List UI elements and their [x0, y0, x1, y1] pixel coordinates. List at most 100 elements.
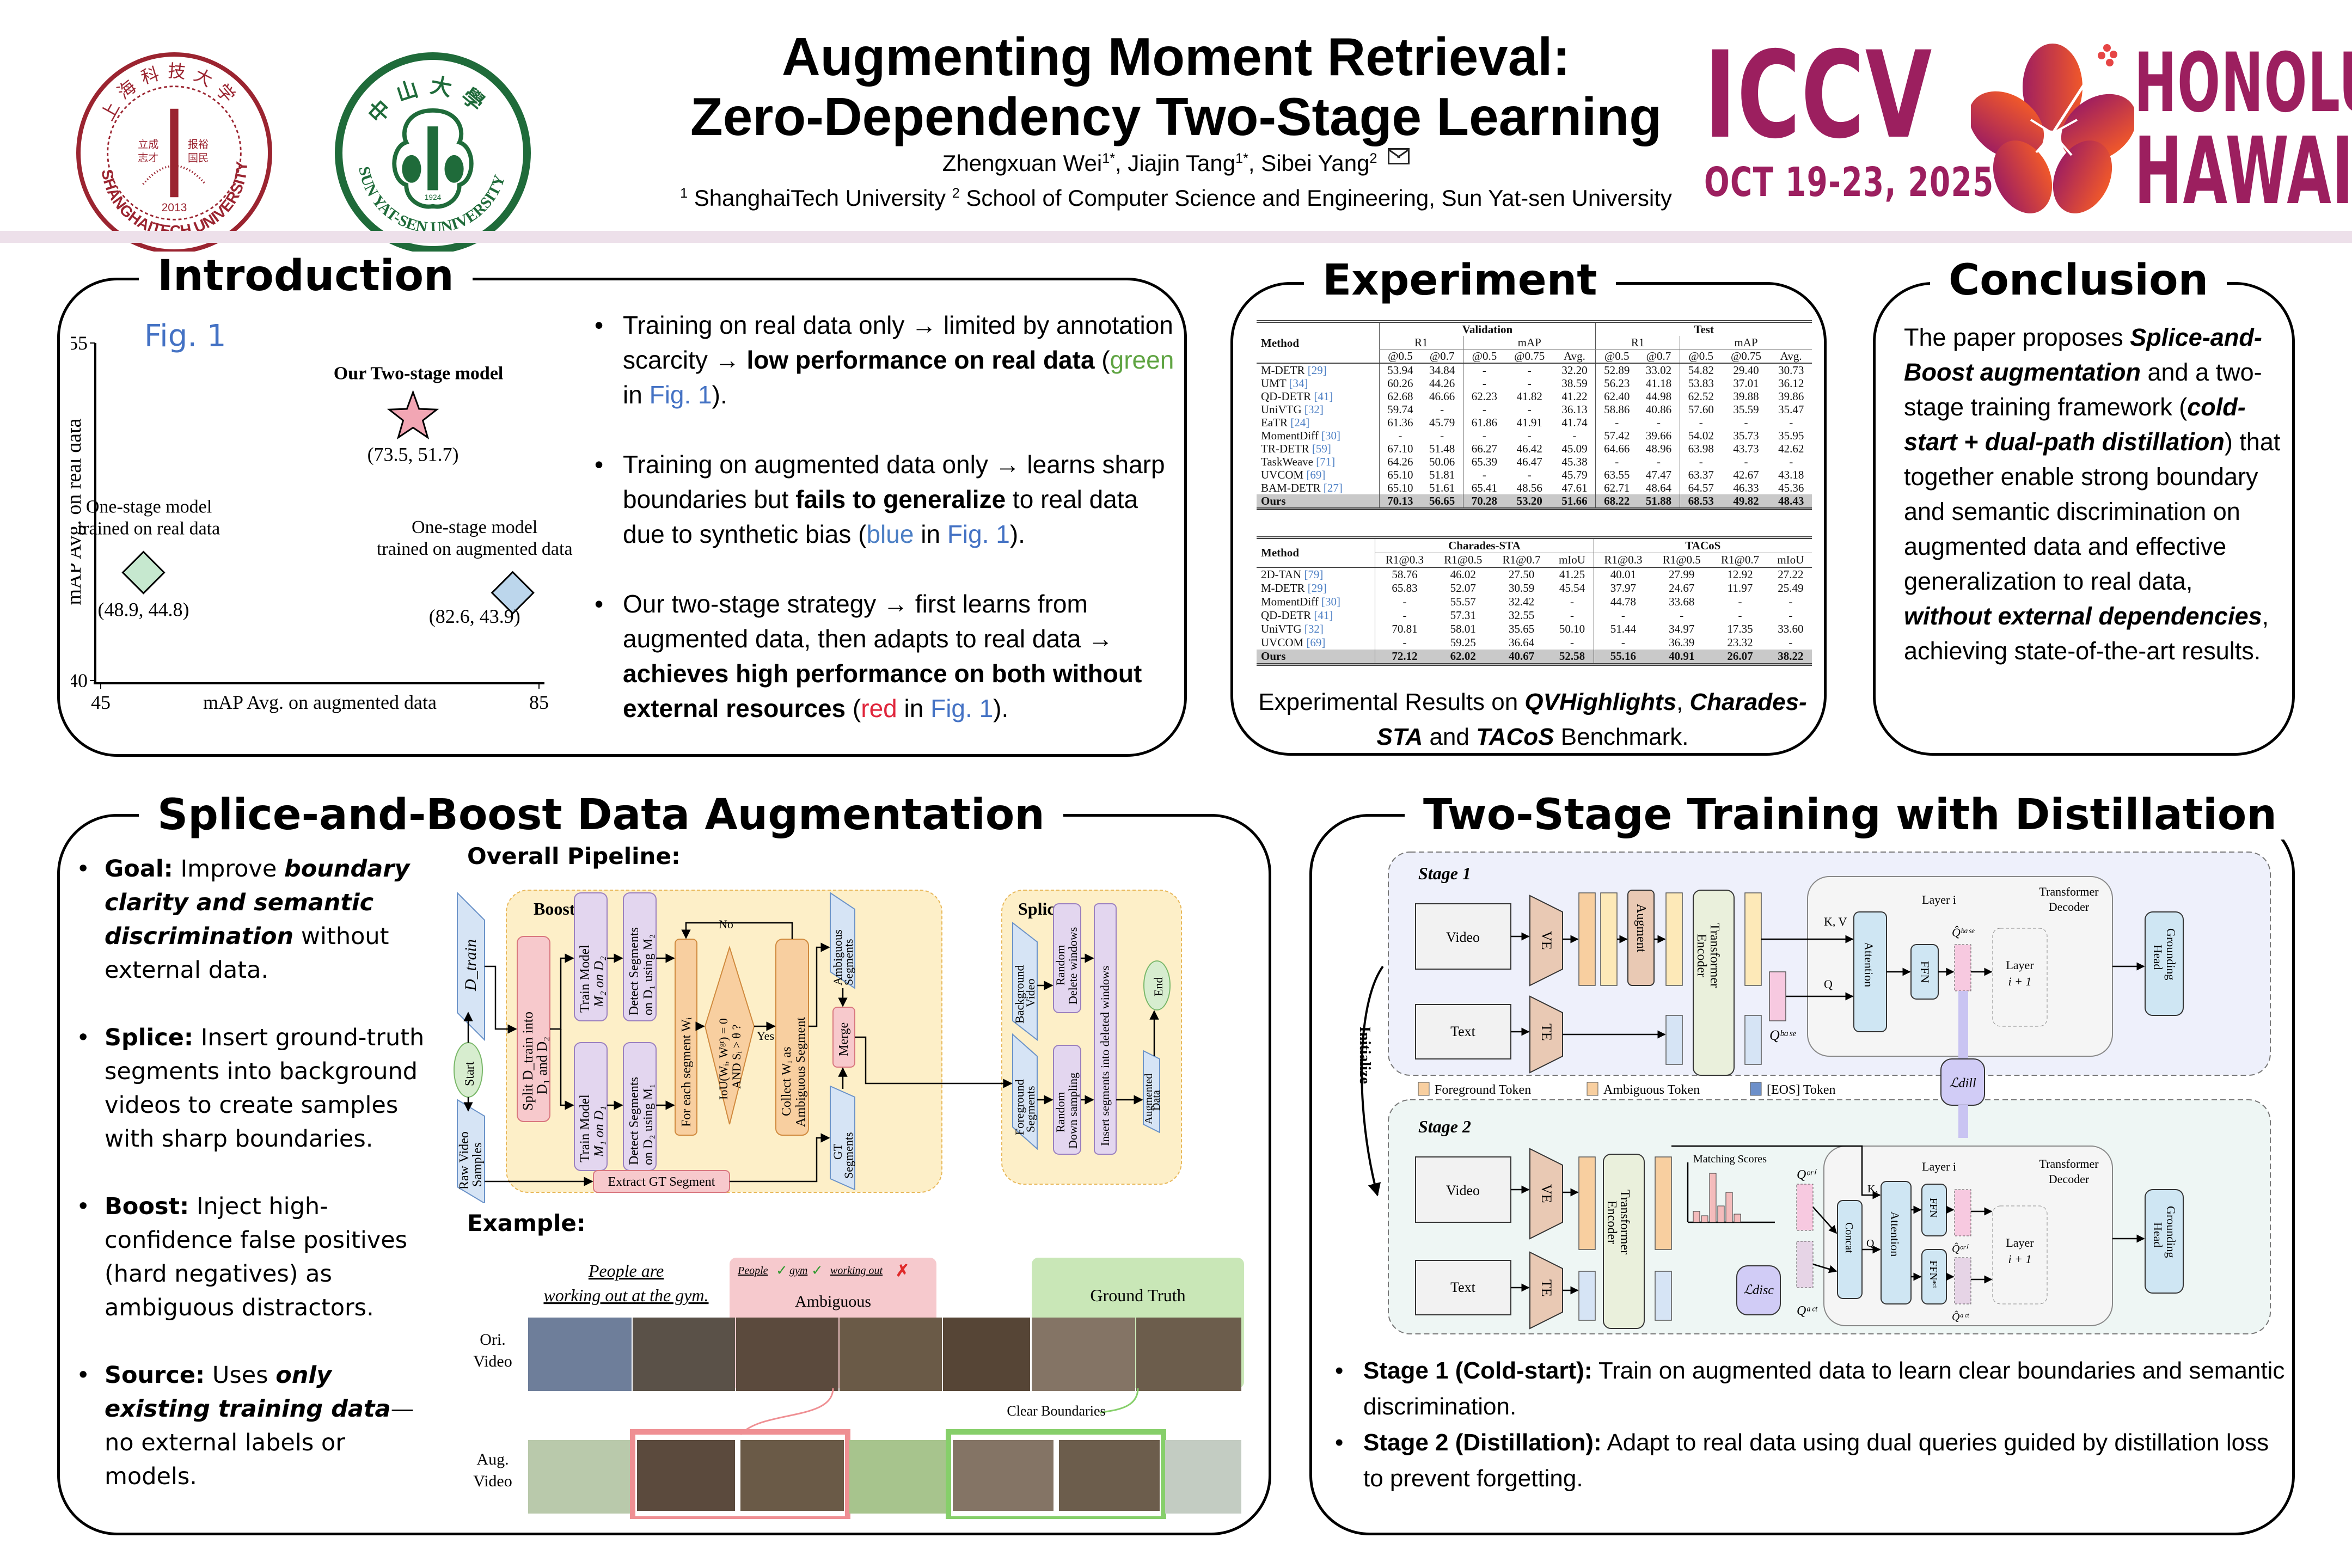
- value-cell: 32.42: [1508, 595, 1535, 608]
- value-cell: 48.43: [1770, 494, 1812, 509]
- sysu-year: 1924: [425, 193, 442, 201]
- value-cell: -: [1375, 636, 1434, 650]
- value-cell: 45.09: [1561, 442, 1588, 455]
- text-run: ).: [712, 381, 727, 409]
- value-cell: 51.44: [1593, 622, 1653, 636]
- subgroup-header: mAP: [1463, 336, 1596, 350]
- value-cell: 68.53: [1679, 494, 1722, 509]
- query-line-1: People are: [588, 1261, 664, 1281]
- value-cell: 41.82: [1516, 390, 1542, 403]
- condition-label-1: IoU(Wᵢ, Wᵍᵗ) = 0: [716, 1018, 730, 1100]
- collect-label-1: Collect Wᵢ as: [780, 1047, 794, 1116]
- value-cell: 23.32: [1727, 636, 1753, 649]
- foreground-segments-label-2: Segments: [1024, 1086, 1037, 1132]
- s2-encoder-label-1: Transformer: [1618, 1190, 1632, 1254]
- splice-boost-bullets: Goal: Improve boundary clarity and seman…: [70, 852, 434, 1527]
- s2-q-ori-hat-label: Q̂ᵒʳⁱ: [1952, 1242, 1969, 1255]
- text-run: Goal:: [105, 855, 173, 883]
- method-cell: QD-DETR [41]: [1261, 390, 1333, 403]
- aug-label-1: Aug.: [476, 1450, 509, 1468]
- ambiguous-segments-node: [830, 892, 855, 989]
- value-cell: 47.61: [1561, 481, 1588, 494]
- augmented-label-2: Data: [1150, 1090, 1162, 1111]
- value-cell: -: [1656, 416, 1661, 429]
- method-cell: UVCOM [69]: [1261, 636, 1326, 649]
- conference-city: HONOLULU: [2134, 36, 2352, 131]
- s1-text-box: [1415, 1004, 1511, 1059]
- train-m2-label-2: M₂ on D₂: [592, 956, 607, 1008]
- subgroup-header: R1: [1595, 336, 1680, 350]
- value-cell: 48.96: [1645, 442, 1672, 455]
- s2-grounding-head: [2145, 1189, 2184, 1294]
- value-cell: 63.37: [1679, 468, 1722, 481]
- detect-m2-node: [623, 892, 657, 1021]
- text-run: Benchmark.: [1554, 724, 1689, 750]
- value-cell: 62.40: [1595, 390, 1638, 403]
- text-run: ,: [1676, 689, 1690, 715]
- value-cell: 55.57: [1450, 595, 1476, 608]
- value-cell: 70.13: [1379, 494, 1422, 509]
- header-divider-band: [0, 231, 2352, 243]
- value-cell: -: [1463, 468, 1505, 481]
- value-cell: 52.07: [1450, 581, 1476, 595]
- mail-icon[interactable]: [1388, 148, 1410, 164]
- value-cell: 35.95: [1778, 429, 1804, 442]
- text-run: cold-start + dual-path distillation: [1904, 393, 2246, 456]
- x-tick-label: 45: [91, 691, 111, 713]
- value-cell: 70.28: [1463, 494, 1505, 509]
- ambiguous-label: Ambiguous: [795, 1293, 871, 1310]
- value-cell: 30.73: [1778, 364, 1804, 377]
- value-cell: -: [1788, 609, 1793, 622]
- value-cell: -: [1527, 364, 1532, 377]
- value-cell: 45.79: [1561, 468, 1588, 481]
- method-cell: UVCOM [69]: [1261, 468, 1326, 481]
- introduction-bullets: Training on real data only → limited by …: [588, 308, 1176, 761]
- example-heading: Example:: [467, 1210, 586, 1236]
- s2-q-act-hat-tokens: [1954, 1257, 1971, 1304]
- text-run: The paper proposes: [1904, 323, 2130, 351]
- value-cell: 62.52: [1679, 390, 1722, 403]
- value-cell: 12.92: [1727, 568, 1753, 581]
- raw-video-label-2: Samples: [470, 1143, 485, 1187]
- text-run: Stage 2 (Distillation):: [1363, 1429, 1602, 1456]
- value-cell: -: [1744, 455, 1748, 468]
- sysu-logo: SUN YAT-SEN UNIVERSITY 中山大學 1924: [335, 52, 531, 254]
- value-cell: 46.02: [1450, 568, 1476, 581]
- value-cell: 56.23: [1595, 377, 1638, 390]
- value-cell: 38.22: [1769, 650, 1812, 665]
- text-run: QVHighlights: [1524, 689, 1677, 715]
- text-run: and a two-stage training framework (: [1904, 358, 2262, 421]
- text-run: achieves high performance on both withou…: [623, 659, 1142, 722]
- s2-video-box: [1415, 1156, 1511, 1223]
- method-cell: M-DETR [29]: [1261, 364, 1327, 377]
- ambiguous-insert-arrow: [739, 1388, 834, 1435]
- method-cell: BAM-DETR [27]: [1261, 481, 1343, 494]
- method-cell: EaTR [24]: [1261, 416, 1310, 429]
- value-cell: 26.07: [1711, 650, 1769, 665]
- l-disc-block: [1736, 1265, 1781, 1315]
- s1-q-base-hat-tokens: [1954, 944, 1971, 991]
- gt-segments-label-1: GT: [831, 1143, 844, 1160]
- text-run: TACoS: [1476, 724, 1554, 750]
- value-cell: 36.13: [1561, 403, 1588, 416]
- text-run: Training on augmented data only → learns…: [623, 450, 1165, 513]
- value-cell: 58.01: [1450, 622, 1476, 635]
- x-axis-label: mAP Avg. on augmented data: [203, 691, 437, 713]
- column-header: R1@0.3: [1593, 553, 1653, 567]
- value-cell: 43.73: [1733, 442, 1759, 455]
- clear-boundaries-label: Clear Boundaries: [1007, 1403, 1105, 1419]
- group-header: Test: [1595, 321, 1812, 336]
- yes-label: Yes: [757, 1029, 774, 1043]
- value-cell: 61.36: [1379, 416, 1422, 429]
- text-run: Train on augmented data to learn clear b…: [1363, 1357, 2285, 1420]
- boost-label: Boost: [534, 899, 575, 918]
- value-cell: 48.64: [1645, 481, 1672, 494]
- s2-layer-next: [1992, 1205, 2048, 1304]
- s1-grounding-head-label-1: Grounding: [2164, 928, 2178, 980]
- value-cell: -: [1463, 429, 1505, 442]
